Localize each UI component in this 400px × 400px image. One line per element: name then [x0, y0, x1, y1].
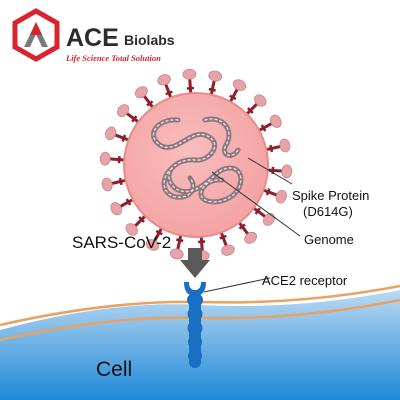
hexagon-a-logo-icon: [12, 8, 60, 62]
spike-protein: [117, 104, 143, 126]
spike-protein: [169, 231, 184, 260]
receptor-leader-line: [203, 277, 271, 293]
virus-envelope: [123, 92, 269, 238]
spike-protein: [227, 79, 247, 106]
virus-name-label: SARS-CoV-2: [72, 233, 171, 252]
genome-strand: [151, 116, 244, 205]
ace2-receptor-label: ACE2 receptor: [262, 273, 348, 288]
down-arrow-icon: [180, 248, 210, 278]
spike-protein: [242, 94, 267, 118]
cell-label: Cell: [96, 358, 132, 381]
ace2-receptor: [184, 282, 206, 368]
spike-protein: [110, 196, 138, 216]
spike-protein: [235, 218, 258, 244]
spike-leader-line: [247, 157, 293, 185]
genome-leader-line: [211, 171, 301, 237]
spike-protein: [134, 86, 157, 112]
logo-brand-suffix: Biolabs: [124, 32, 175, 48]
spike-variant-label: (D614G): [303, 204, 353, 219]
receptor-binding-cup: [184, 282, 206, 296]
logo-brand: ACE: [66, 24, 119, 52]
spike-protein-label: Spike Protein: [292, 188, 369, 203]
genome-label: Genome: [304, 232, 354, 247]
ace-biolabs-logo: ACE Biolabs Life Science Total Solution: [12, 8, 175, 63]
spike-protein: [254, 114, 282, 134]
logo-tagline: Life Science Total Solution: [65, 53, 161, 63]
